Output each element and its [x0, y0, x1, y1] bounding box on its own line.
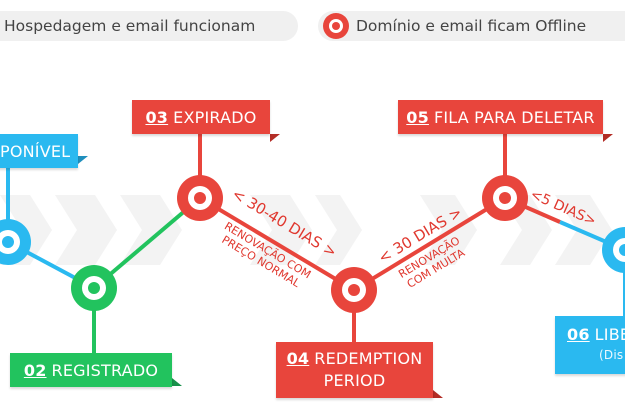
node-03-icon — [177, 175, 223, 221]
step-05-number: 05 — [406, 107, 429, 127]
step-03-number: 03 — [145, 107, 169, 127]
step-03-text: EXPIRADO — [173, 107, 257, 127]
step-02-text: REGISTRADO — [51, 360, 159, 380]
step-05-label: 05 FILA PARA DELETAR — [398, 100, 603, 134]
step-04-text1: REDEMPTION — [314, 349, 423, 368]
step-02-number: 02 — [23, 360, 47, 380]
connector-02-03 — [92, 196, 202, 290]
node-04-icon — [331, 267, 377, 313]
node-06-icon — [602, 227, 625, 273]
node-01-icon — [0, 219, 31, 265]
step-01-label: PONÍVEL — [0, 134, 78, 168]
offline-target-icon — [323, 13, 349, 39]
step-04-number: 04 — [286, 349, 310, 368]
step-06-line1: 06LIBE — [567, 325, 625, 345]
step-03-label: 03 EXPIRADO — [132, 100, 270, 134]
step-06-number: 06 — [567, 325, 590, 344]
step-01-text: PONÍVEL — [0, 141, 71, 161]
step-05-text: FILA PARA DELETAR — [433, 107, 595, 127]
fold-01 — [78, 156, 88, 164]
fold-02 — [172, 378, 182, 386]
step-06-label: 06LIBE (Dis — [555, 316, 625, 374]
step-06-text: LIBE — [594, 325, 625, 344]
legend-online-label: Hospedagem e email funcionam — [4, 17, 256, 35]
connector-03-04 — [198, 196, 356, 292]
node-02-icon — [71, 265, 117, 311]
node-05-icon — [482, 175, 528, 221]
step-02-label: 02 REGISTRADO — [10, 353, 172, 387]
step-04-text2: PERIOD — [323, 371, 386, 390]
step-06-subtext: (Dis — [599, 348, 624, 362]
legend-offline: Domínio e email ficam Offline — [318, 11, 625, 41]
fold-05 — [603, 134, 613, 142]
legend-online: Hospedagem e email funcionam — [0, 11, 298, 41]
connector-04-05 — [352, 196, 507, 292]
legend-offline-label: Domínio e email ficam Offline — [356, 17, 587, 35]
fold-04 — [433, 390, 443, 398]
fold-03 — [270, 134, 280, 142]
